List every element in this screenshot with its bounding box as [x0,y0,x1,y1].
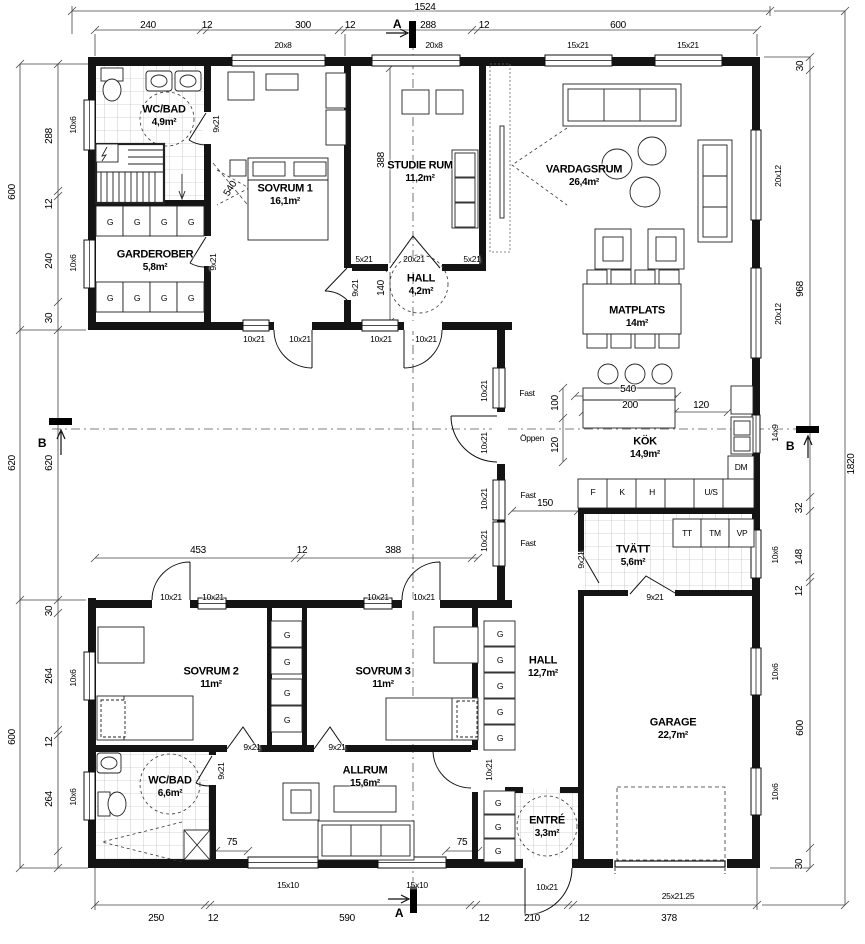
door-swings [151,112,676,916]
dashed-annotations [101,63,726,863]
section-lines [52,22,808,908]
garage-door [614,860,726,874]
section-markers [49,21,819,913]
window-midlines [89,60,757,863]
furniture [94,67,755,863]
